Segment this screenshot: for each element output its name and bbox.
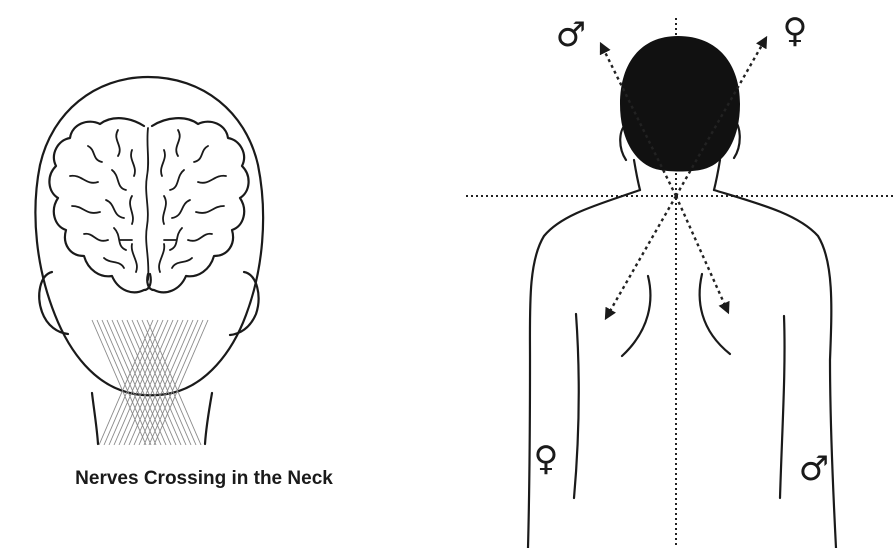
arrow-to-lower-left bbox=[606, 196, 676, 318]
arrow-to-lower-right bbox=[676, 196, 728, 312]
female-symbol-bottom-left: ♀ bbox=[534, 439, 559, 479]
longitudinal-fissure bbox=[146, 128, 148, 280]
torso-outline bbox=[528, 190, 640, 548]
right-hemisphere-outline bbox=[147, 118, 248, 292]
right-scapula bbox=[700, 274, 730, 354]
head-back-view bbox=[35, 77, 263, 444]
female-symbol-top-right: ♀ bbox=[783, 11, 808, 51]
left-gyri bbox=[70, 130, 137, 272]
male-symbol-top-left: ♂ bbox=[556, 15, 586, 55]
caption: Nerves Crossing in the Neck bbox=[75, 468, 333, 489]
right-gyri bbox=[159, 130, 226, 272]
male-symbol-bottom-right: ♂ bbox=[799, 449, 829, 489]
left-arm-line bbox=[574, 314, 579, 498]
torso-back-view bbox=[466, 18, 894, 548]
left-hemisphere-outline bbox=[49, 118, 150, 292]
torso-outline-right bbox=[714, 190, 836, 548]
head-silhouette bbox=[620, 36, 740, 172]
crossing-nerves bbox=[92, 320, 208, 445]
brain bbox=[49, 118, 248, 292]
right-arm-line bbox=[780, 316, 785, 498]
right-ear bbox=[230, 272, 259, 335]
left-scapula bbox=[622, 276, 650, 356]
